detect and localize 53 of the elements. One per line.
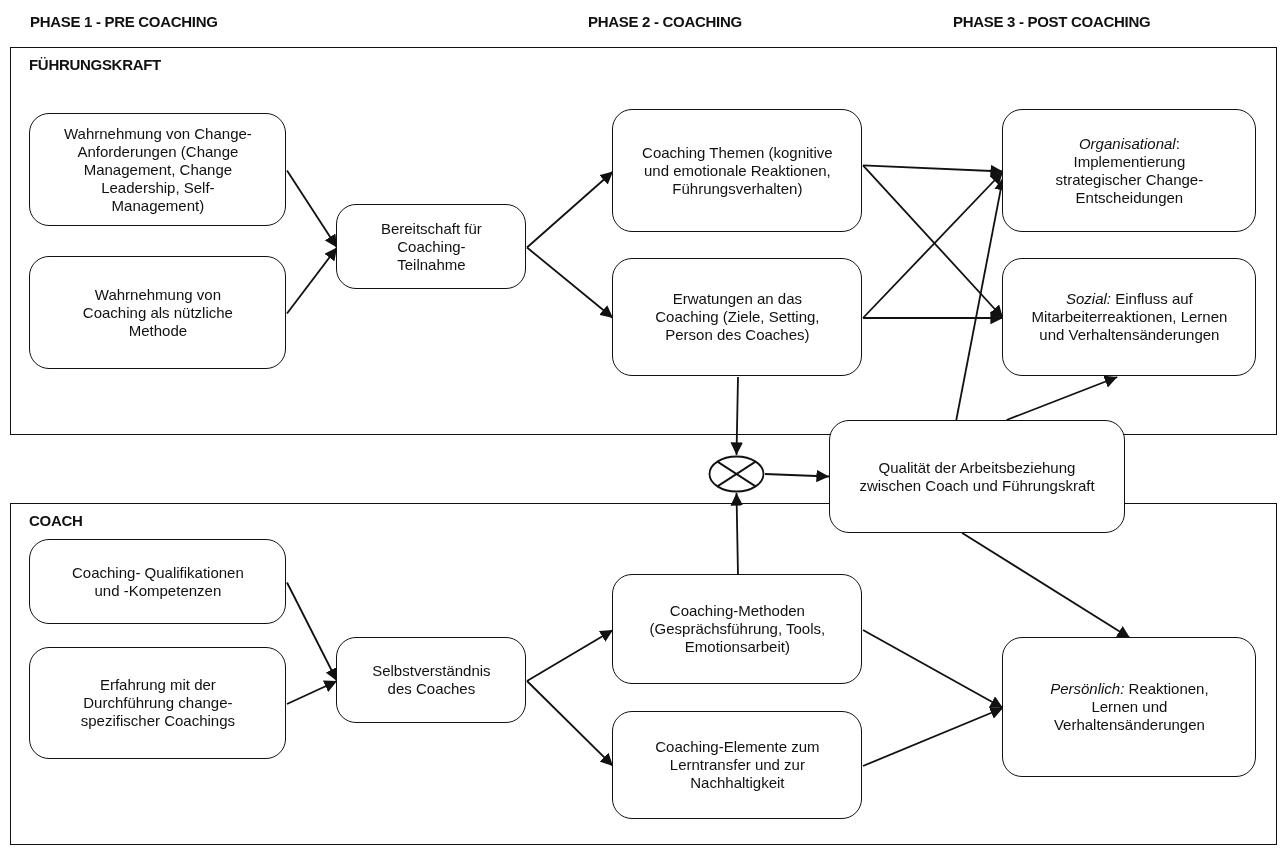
arrow — [526, 246, 614, 319]
box-text: Wahrnehmung von Change-Anforderungen (Change Management, Change Leadership, Self-Management) — [62, 124, 253, 215]
arrow — [526, 629, 614, 682]
process-box — [336, 637, 527, 724]
arrow — [286, 169, 338, 249]
panel-heading: COACH — [29, 512, 83, 529]
box-text: Sozial: Einfluss auf Mitarbeiterreaktionen, Lernen und Verhaltensänderungen — [1030, 290, 1229, 345]
box-text: Erwatungen an das Coaching (Ziele, Setting, Person des Coaches) — [654, 290, 820, 345]
arrow — [286, 680, 338, 705]
arrow — [764, 469, 830, 483]
arrow — [526, 680, 614, 767]
box-text: Wahrnehmung von Coaching als nützliche Methode — [81, 285, 234, 340]
arrow — [862, 629, 1004, 709]
arrow — [730, 492, 744, 576]
phase-heading: PHASE 3 - POST COACHING — [953, 13, 1151, 30]
box-text: Persönlich: Reaktionen, Lernen und Verhaltensänderungen — [1049, 680, 1210, 735]
arrow — [730, 376, 744, 456]
process-box — [612, 109, 863, 233]
arrow — [862, 164, 1004, 178]
process-box — [612, 711, 863, 820]
process-box — [1002, 109, 1257, 233]
group-panel — [10, 47, 1277, 435]
process-box — [29, 539, 287, 625]
box-text: Coaching-Elemente zum Lerntransfer und zur Nachhaltigkeit — [654, 738, 821, 793]
process-box — [1002, 258, 1257, 377]
process-box — [612, 574, 863, 685]
box-text: Coaching- Qualifikationen und -Kompetenzen — [71, 563, 245, 600]
box-text: Bereitschaft für Coaching-Teilnahme — [379, 219, 483, 274]
phase-heading: PHASE 1 - PRE COACHING — [30, 13, 218, 30]
arrow — [961, 532, 1131, 639]
arrow — [862, 707, 1004, 767]
group-panel — [10, 503, 1277, 845]
process-box — [336, 204, 527, 290]
process-box — [612, 258, 863, 377]
arrow — [286, 246, 338, 315]
box-text: Qualität der Arbeitsbeziehung zwischen Coach und Führungskraft — [858, 458, 1096, 495]
arrow — [1005, 375, 1119, 421]
panel-heading: FÜHRUNGSKRAFT — [29, 56, 161, 73]
process-box — [1002, 637, 1257, 778]
arrow — [526, 170, 614, 249]
process-box — [29, 113, 287, 227]
arrow — [862, 311, 1004, 325]
box-text: Erfahrung mit der Durchführung change-spezifischer Coachings — [79, 676, 236, 731]
process-box — [29, 256, 287, 370]
box-text: Coaching-Methoden (Gesprächsführung, Tools, Emotionsarbeit) — [648, 602, 827, 657]
process-box — [829, 420, 1125, 533]
process-box — [29, 647, 287, 760]
junction-circle — [708, 455, 765, 493]
box-text: Coaching Themen (kognitive und emotionale Reaktionen, Führungsverhalten) — [641, 143, 834, 198]
box-text: Organisational: Implementierung strategischer Change-Entscheidungen — [1054, 134, 1205, 207]
phase-heading: PHASE 2 - COACHING — [588, 13, 742, 30]
arrow — [286, 581, 338, 682]
box-text: Selbstverständnis des Coaches — [371, 662, 492, 699]
